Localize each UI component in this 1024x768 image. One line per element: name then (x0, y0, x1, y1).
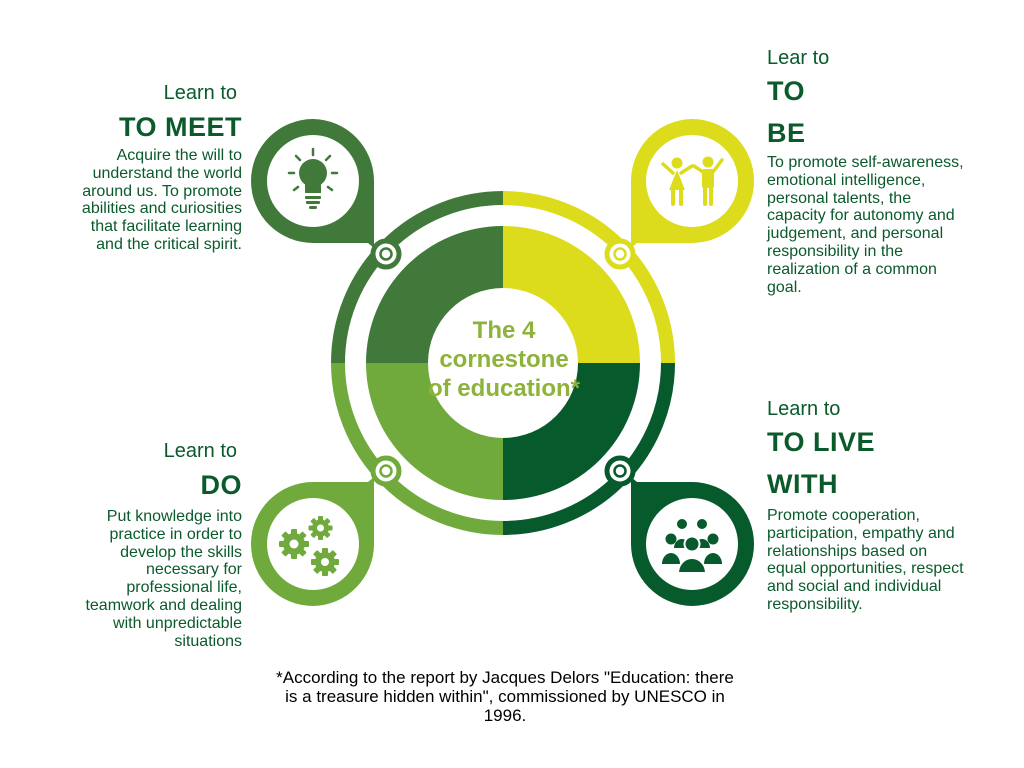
pillar-heading: WITH (767, 469, 838, 499)
description-line: Acquire the will to (116, 147, 242, 164)
footnote-line: is a treasure hidden within", commission… (285, 687, 725, 706)
gears-icon (279, 516, 339, 576)
pillar-description: Acquire the will to understand the world… (30, 147, 242, 254)
description-line: and the critical spirit. (96, 235, 242, 253)
pillar-pre-label: Lear to (767, 47, 830, 69)
center-title-line: cornestone (439, 346, 569, 373)
description-line: that facilitate learning (90, 218, 242, 236)
pin-be (630, 119, 754, 248)
description-line: relationships based on (767, 542, 928, 560)
description-line: realization of a common (767, 260, 937, 278)
description-line: participation, empathy and (767, 524, 955, 542)
description-line: Promote cooperation, (767, 507, 920, 524)
description-line: responsibility. (767, 595, 863, 613)
pillar-be: Lear to TO BE To promote self-awareness,… (767, 46, 1017, 296)
pillar-heading: TO LIVE (767, 427, 876, 457)
footnote: *According to the report by Jacques Delo… (245, 668, 765, 725)
footnote-line: *According to the report by Jacques Delo… (276, 668, 734, 687)
center-title: The 4 cornestone of education* (414, 316, 594, 403)
description-line: personal talents, the (767, 189, 912, 207)
pin-do (251, 477, 374, 606)
description-line: emotional intelligence, (767, 171, 926, 189)
pillar-heading: TO (767, 76, 806, 106)
description-line: capacity for autonomy and (767, 207, 955, 225)
description-line: develop the skills (120, 543, 242, 561)
footnote-line: 1996. (483, 706, 527, 725)
pillar-heading: DO (200, 470, 242, 500)
pillar-heading: BE (767, 118, 806, 148)
description-line: understand the world (92, 164, 242, 182)
pillar-pre-label: Learn to (163, 82, 237, 104)
inner-donut (366, 226, 640, 500)
lightbulb-icon (287, 147, 339, 209)
description-line: To promote self-awareness, (767, 154, 964, 171)
description-line: goal. (767, 278, 802, 296)
description-line: teamwork and dealing (85, 596, 242, 614)
center-title-line: The 4 (472, 317, 536, 344)
pillar-do: Learn to DO Put knowledge into practice … (30, 439, 242, 650)
description-line: necessary for (145, 561, 242, 579)
description-line: around us. To promote (82, 182, 242, 200)
connector-dots (370, 238, 636, 487)
description-line: practice in order to (109, 525, 242, 543)
description-line: and social and individual (767, 578, 942, 596)
pillar-description: Put knowledge into practice in order to … (30, 508, 242, 650)
pillar-pre-label: Learn to (163, 440, 237, 462)
pillar-live: Learn to TO LIVE WITH Promote cooperatio… (767, 397, 1017, 614)
description-line: professional life, (126, 579, 242, 597)
description-line: abilities and curiosities (81, 200, 242, 218)
pillar-pre-label: Learn to (767, 398, 841, 420)
description-line: Put knowledge into (106, 508, 242, 525)
children-icon (661, 156, 724, 206)
pillar-description: Promote cooperation, participation, empa… (767, 507, 1017, 614)
description-line: with unpredictable (113, 614, 242, 632)
pillar-meet: Learn to TO MEET Acquire the will to und… (30, 81, 242, 254)
group-icon (662, 519, 722, 574)
description-line: equal opportunities, respect (767, 560, 964, 578)
pillar-heading: TO MEET (118, 112, 242, 142)
description-line: judgement, and personal (767, 225, 944, 243)
description-line: responsibility in the (767, 242, 904, 260)
pillar-description: To promote self-awareness, emotional int… (767, 154, 1017, 296)
center-title-line: of education* (427, 375, 580, 402)
description-line: situations (174, 632, 242, 650)
